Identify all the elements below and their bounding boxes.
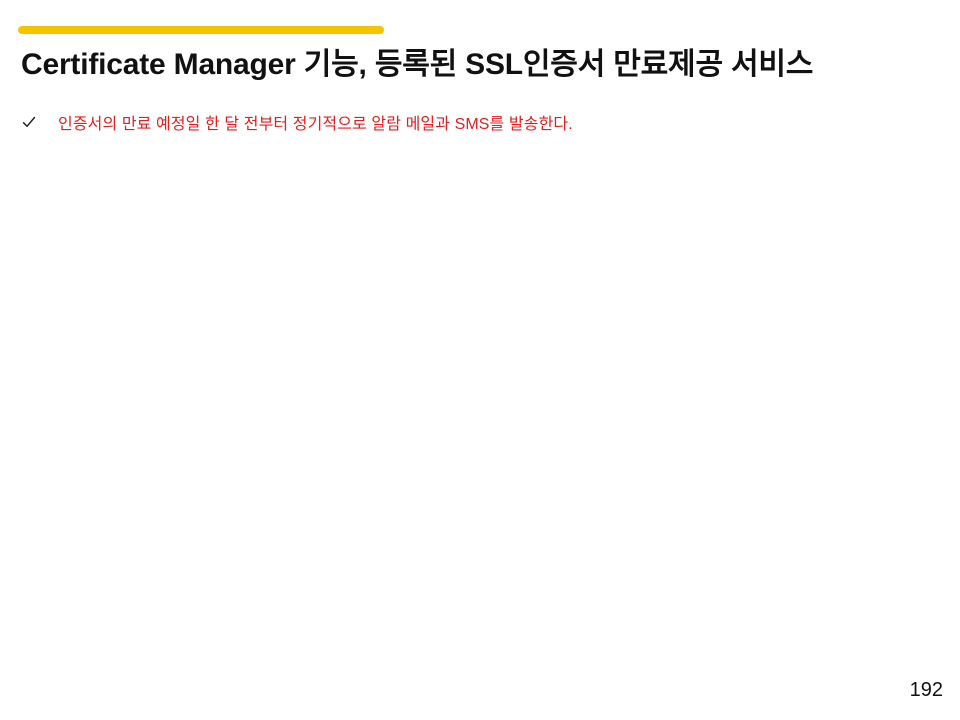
bullet-item: 인증서의 만료 예정일 한 달 전부터 정기적으로 알람 메일과 SMS를 발송… — [22, 110, 942, 134]
bullet-list: 인증서의 만료 예정일 한 달 전부터 정기적으로 알람 메일과 SMS를 발송… — [22, 110, 942, 134]
check-icon — [22, 115, 36, 129]
bullet-text: 인증서의 만료 예정일 한 달 전부터 정기적으로 알람 메일과 SMS를 발송… — [58, 116, 573, 133]
slide-title: Certificate Manager 기능, 등록된 SSL인증서 만료제공 … — [21, 48, 814, 81]
page-number: 192 — [909, 679, 943, 701]
title-accent-bar — [18, 26, 384, 34]
